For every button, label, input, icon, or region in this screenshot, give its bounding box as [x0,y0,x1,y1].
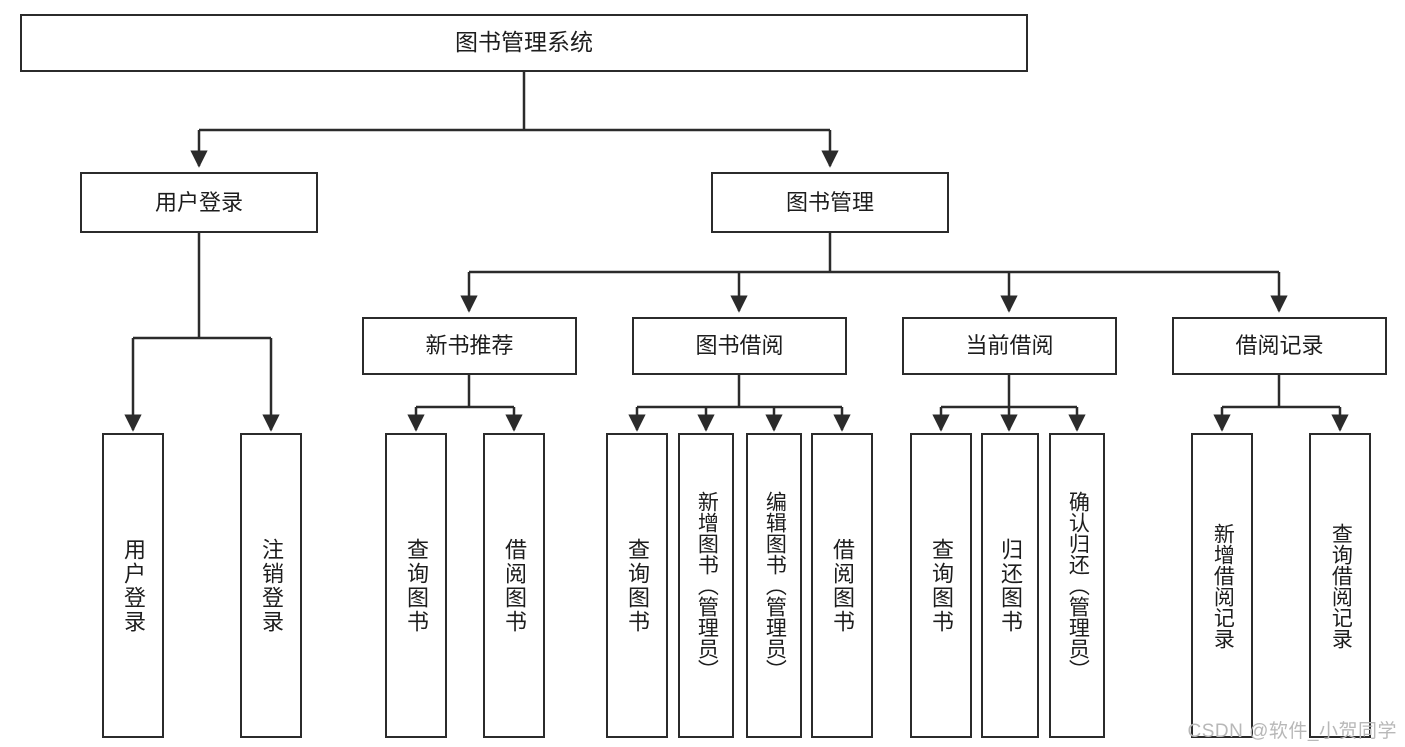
leaf-user-login-login[interactable]: 用户登录 [102,433,164,738]
node-current-borrow[interactable]: 当前借阅 [902,317,1117,375]
node-root-system[interactable]: 图书管理系统 [20,14,1028,72]
leaf-new-book-query-books[interactable]: 查询图书 [385,433,447,738]
node-borrow-record[interactable]: 借阅记录 [1172,317,1387,375]
node-user-login[interactable]: 用户登录 [80,172,318,233]
node-book-management[interactable]: 图书管理 [711,172,949,233]
leaf-user-login-logout[interactable]: 注销登录 [240,433,302,738]
leaf-current-borrow-confirm-return-admin[interactable]: 确认归还（管理员） [1049,433,1105,738]
leaf-new-book-borrow-books[interactable]: 借阅图书 [483,433,545,738]
leaf-book-borrow-add-book-admin[interactable]: 新增图书（管理员） [678,433,734,738]
leaf-current-borrow-query-books[interactable]: 查询图书 [910,433,972,738]
leaf-borrow-record-query-record[interactable]: 查询借阅记录 [1309,433,1371,738]
node-book-borrow[interactable]: 图书借阅 [632,317,847,375]
leaf-borrow-record-add-record[interactable]: 新增借阅记录 [1191,433,1253,738]
leaf-current-borrow-return-books[interactable]: 归还图书 [981,433,1039,738]
watermark-text: CSDN @软件_小贺同学 [1187,721,1397,742]
leaf-book-borrow-borrow-books[interactable]: 借阅图书 [811,433,873,738]
leaf-book-borrow-query-books[interactable]: 查询图书 [606,433,668,738]
node-new-book-recommendation[interactable]: 新书推荐 [362,317,577,375]
leaf-book-borrow-edit-book-admin[interactable]: 编辑图书（管理员） [746,433,802,738]
